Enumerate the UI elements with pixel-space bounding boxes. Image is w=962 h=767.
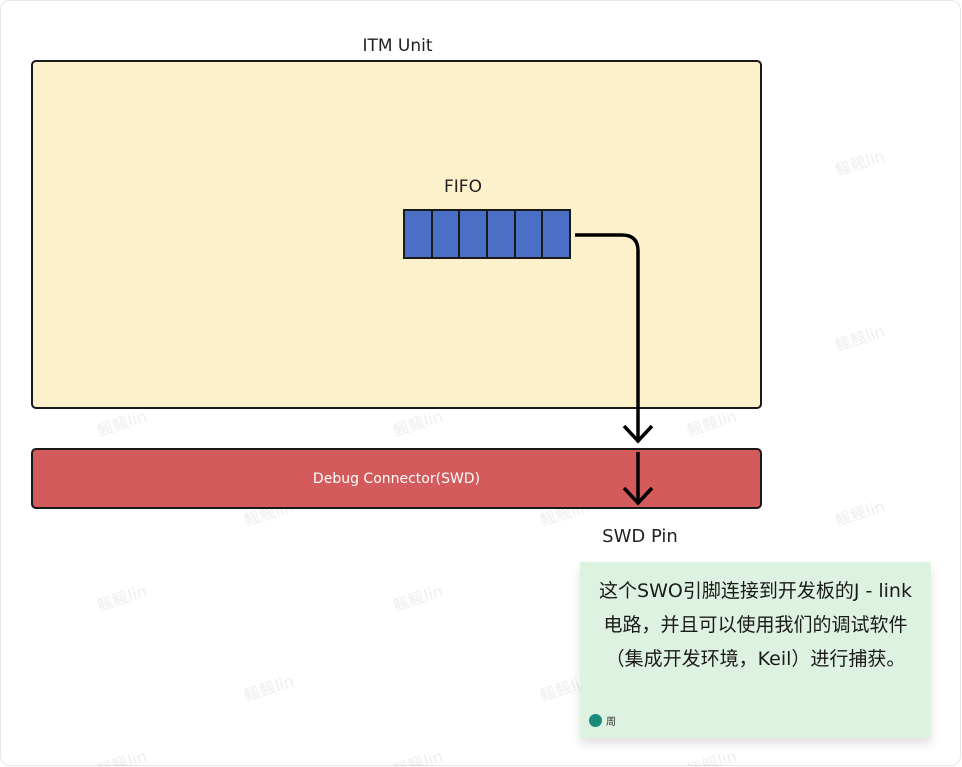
note-text: 这个SWO引脚连接到开发板的J - link电路，并且可以使用我们的调试软件（集… bbox=[599, 580, 912, 670]
fifo-cell bbox=[541, 209, 572, 259]
fifo-cell bbox=[486, 209, 516, 259]
note-author: 周 bbox=[589, 713, 616, 728]
avatar-icon bbox=[589, 714, 602, 727]
fifo-queue[interactable] bbox=[403, 209, 572, 259]
sticky-note[interactable]: 这个SWO引脚连接到开发板的J - link电路，并且可以使用我们的调试软件（集… bbox=[580, 562, 931, 738]
fifo-cell bbox=[513, 209, 544, 259]
fifo-cell bbox=[403, 209, 433, 259]
author-name: 周 bbox=[606, 717, 616, 728]
itm-unit-label: ITM Unit bbox=[362, 36, 433, 56]
itm-unit-box[interactable] bbox=[31, 60, 762, 409]
fifo-label: FIFO bbox=[444, 177, 482, 197]
swd-pin-label: SWD Pin bbox=[602, 526, 678, 547]
debug-connector-label: Debug Connector(SWD) bbox=[312, 470, 481, 487]
fifo-cell bbox=[458, 209, 489, 259]
debug-connector-box[interactable]: Debug Connector(SWD) bbox=[31, 448, 762, 509]
fifo-cell bbox=[430, 209, 461, 259]
